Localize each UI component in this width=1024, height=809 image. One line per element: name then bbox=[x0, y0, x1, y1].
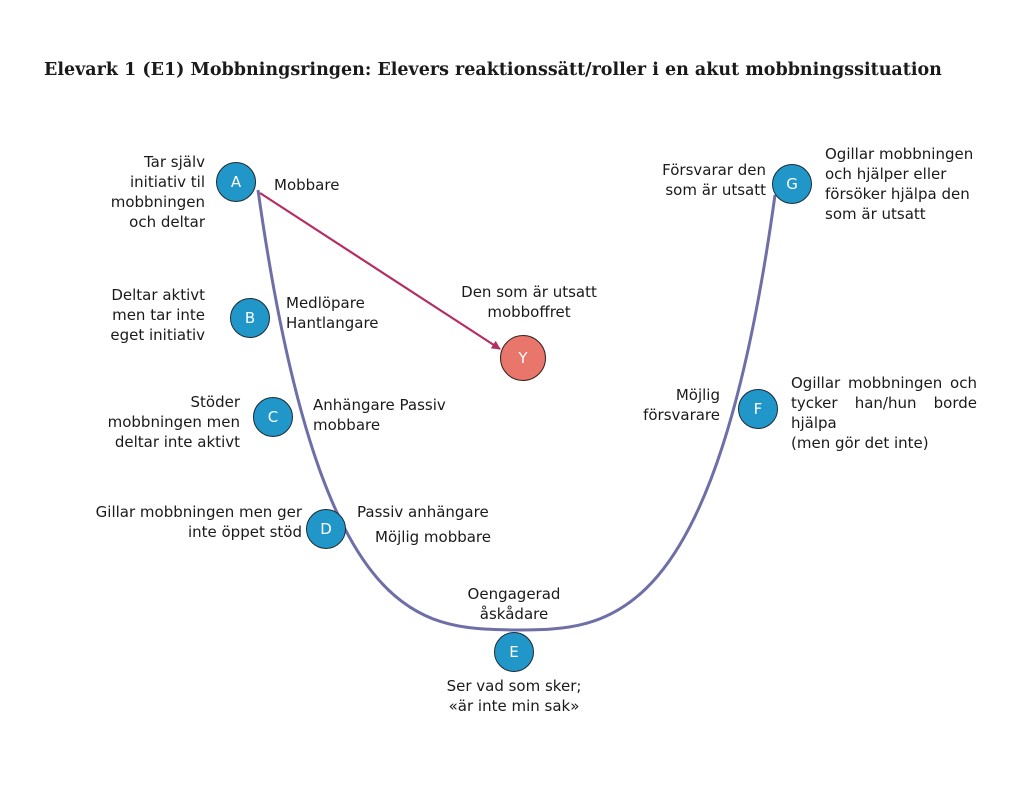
node-c-description: Stöder mobbningen men deltar inte aktivt bbox=[107, 393, 240, 451]
node-f-role: Möjlig försvarare bbox=[643, 386, 720, 424]
node-e-role: Oengagerad åskådare bbox=[467, 585, 561, 623]
victim-circle: Y bbox=[500, 335, 546, 381]
page-title: Elevark 1 (E1) Mobbningsringen: Elevers … bbox=[44, 60, 942, 80]
node-d-description: Gillar mobbningen men ger inte öppet stö… bbox=[95, 503, 302, 541]
node-f-description: Ogillar mobbningen och tycker han/hun bo… bbox=[791, 374, 977, 452]
node-b-role: Medlöpare Hantlangare bbox=[286, 294, 379, 332]
node-a-role: Mobbare bbox=[274, 176, 340, 194]
node-b-description: Deltar aktivt men tar inte eget initiati… bbox=[110, 286, 205, 344]
node-a-circle: A bbox=[216, 162, 256, 202]
node-d-role-line2: Möjlig mobbare bbox=[375, 528, 492, 546]
node-c-circle: C bbox=[253, 397, 293, 437]
node-g-role: Försvarar den som är utsatt bbox=[662, 161, 766, 199]
node-b-circle: B bbox=[230, 298, 270, 338]
node-e-circle: E bbox=[494, 632, 534, 672]
bully-to-victim-arrow bbox=[259, 192, 501, 350]
node-c-role: Anhängare Passiv mobbare bbox=[313, 396, 446, 434]
node-e-description: Ser vad som sker; «är inte min sak» bbox=[446, 677, 582, 715]
node-d-circle: D bbox=[306, 509, 346, 549]
node-a-description: Tar själv initiativ til mobbningen och d… bbox=[110, 153, 205, 231]
node-g-circle: G bbox=[772, 164, 812, 204]
ring-curve bbox=[256, 189, 777, 632]
victim-label: Den som är utsatt mobboffret bbox=[461, 283, 597, 321]
node-f-circle: F bbox=[738, 389, 778, 429]
node-g-description: Ogillar mobbningen och hjälper eller för… bbox=[825, 145, 974, 223]
node-d-role-line1: Passiv anhängare bbox=[357, 503, 489, 521]
